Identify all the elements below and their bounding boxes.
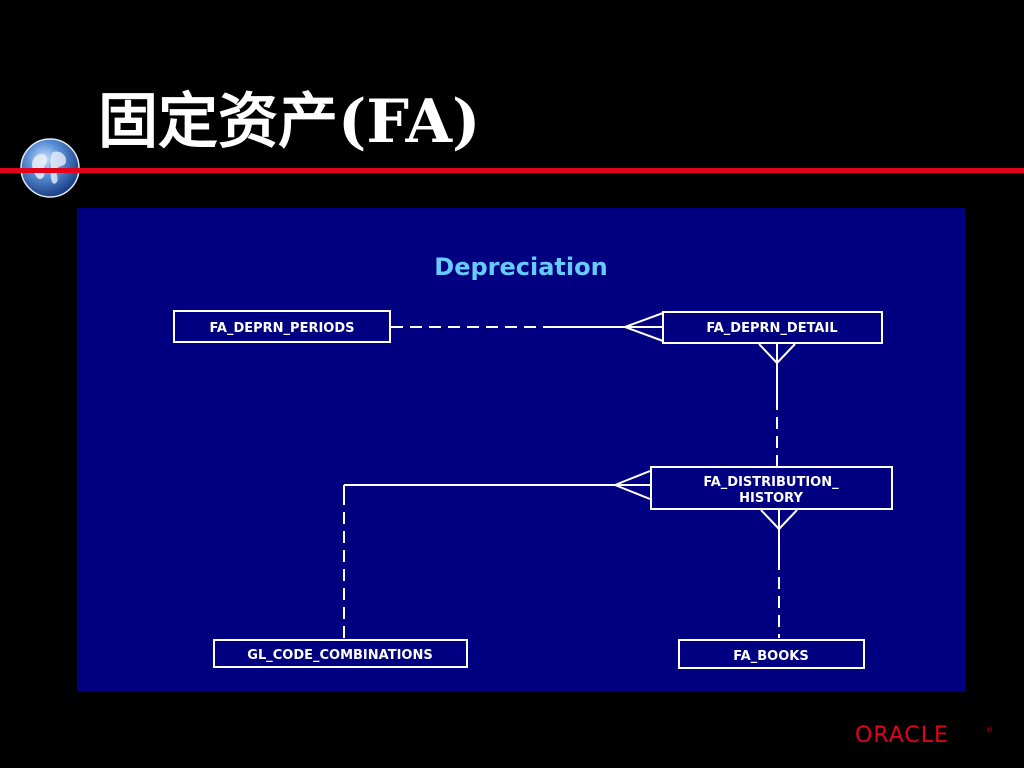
oracle-logo: ORACLE ®: [855, 723, 993, 746]
entity-label-line1: FA_DISTRIBUTION_: [703, 475, 839, 490]
entity-gl-code-combinations: GL_CODE_COMBINATIONS: [213, 639, 468, 668]
entity-fa-deprn-detail: FA_DEPRN_DETAIL: [662, 311, 883, 344]
relation-periods-detail: [391, 312, 664, 342]
relation-detail-distribution: [758, 343, 796, 466]
er-diagram: Depreciation: [173, 253, 893, 669]
entity-fa-books: FA_BOOKS: [678, 639, 865, 669]
entity-label: GL_CODE_COMBINATIONS: [247, 648, 432, 663]
title-divider: [0, 168, 1024, 173]
diagram-panel: Depreciation: [77, 208, 965, 692]
slide-title: 固定资产(FA): [98, 87, 481, 157]
entity-fa-distribution-history: FA_DISTRIBUTION_ HISTORY: [650, 466, 893, 510]
entity-label: FA_BOOKS: [733, 649, 808, 664]
diagram-title: Depreciation: [434, 253, 607, 281]
relation-glcc-distribution: [343, 470, 651, 638]
entity-fa-deprn-periods: FA_DEPRN_PERIODS: [173, 310, 391, 343]
entity-label-line2: HISTORY: [739, 491, 803, 506]
relation-distribution-books: [760, 509, 798, 638]
entity-label: FA_DEPRN_PERIODS: [210, 321, 355, 336]
entity-label: FA_DEPRN_DETAIL: [706, 321, 837, 336]
oracle-logo-text: ORACLE: [855, 723, 949, 746]
registered-mark: ®: [986, 726, 993, 734]
